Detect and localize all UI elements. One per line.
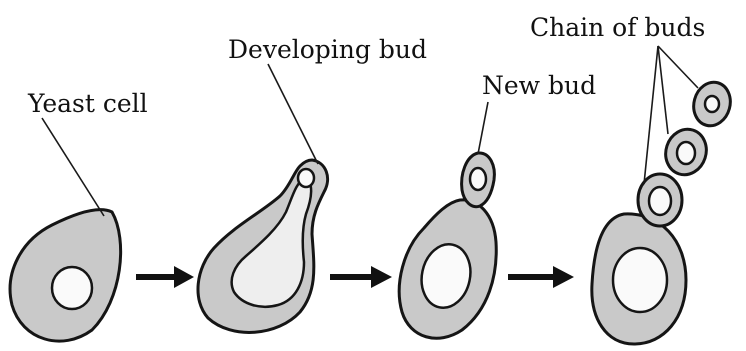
new-bud-bud-nucleus: [470, 168, 486, 190]
arrow-3: [508, 266, 574, 288]
arrow-2: [330, 266, 392, 288]
label-new-bud: New bud: [482, 71, 596, 100]
label-chain-of-buds: Chain of buds: [530, 13, 705, 42]
stage-new-bud: New bud: [399, 71, 596, 338]
leader-chain-2: [658, 46, 668, 134]
stage-developing-bud: Developing bud: [198, 35, 427, 332]
leader-yeast-cell: [42, 118, 104, 216]
label-developing-bud: Developing bud: [228, 35, 427, 64]
developing-bud-tip: [298, 169, 314, 187]
chain-mother-nucleus: [613, 248, 667, 312]
leader-developing-bud: [268, 64, 318, 164]
leader-chain-1: [644, 46, 658, 184]
label-yeast-cell: Yeast cell: [27, 89, 148, 118]
chain-bud-3-nucleus: [705, 96, 719, 112]
yeast-cell-nucleus: [52, 267, 92, 309]
chain-bud-2-nucleus: [677, 142, 695, 164]
leader-new-bud: [478, 102, 488, 154]
arrow-1: [136, 266, 194, 288]
leader-chain-3: [658, 46, 698, 88]
stage-chain-of-buds: Chain of buds: [530, 13, 735, 344]
chain-bud-1-nucleus: [649, 187, 671, 215]
stage-yeast-cell: Yeast cell: [10, 89, 148, 341]
